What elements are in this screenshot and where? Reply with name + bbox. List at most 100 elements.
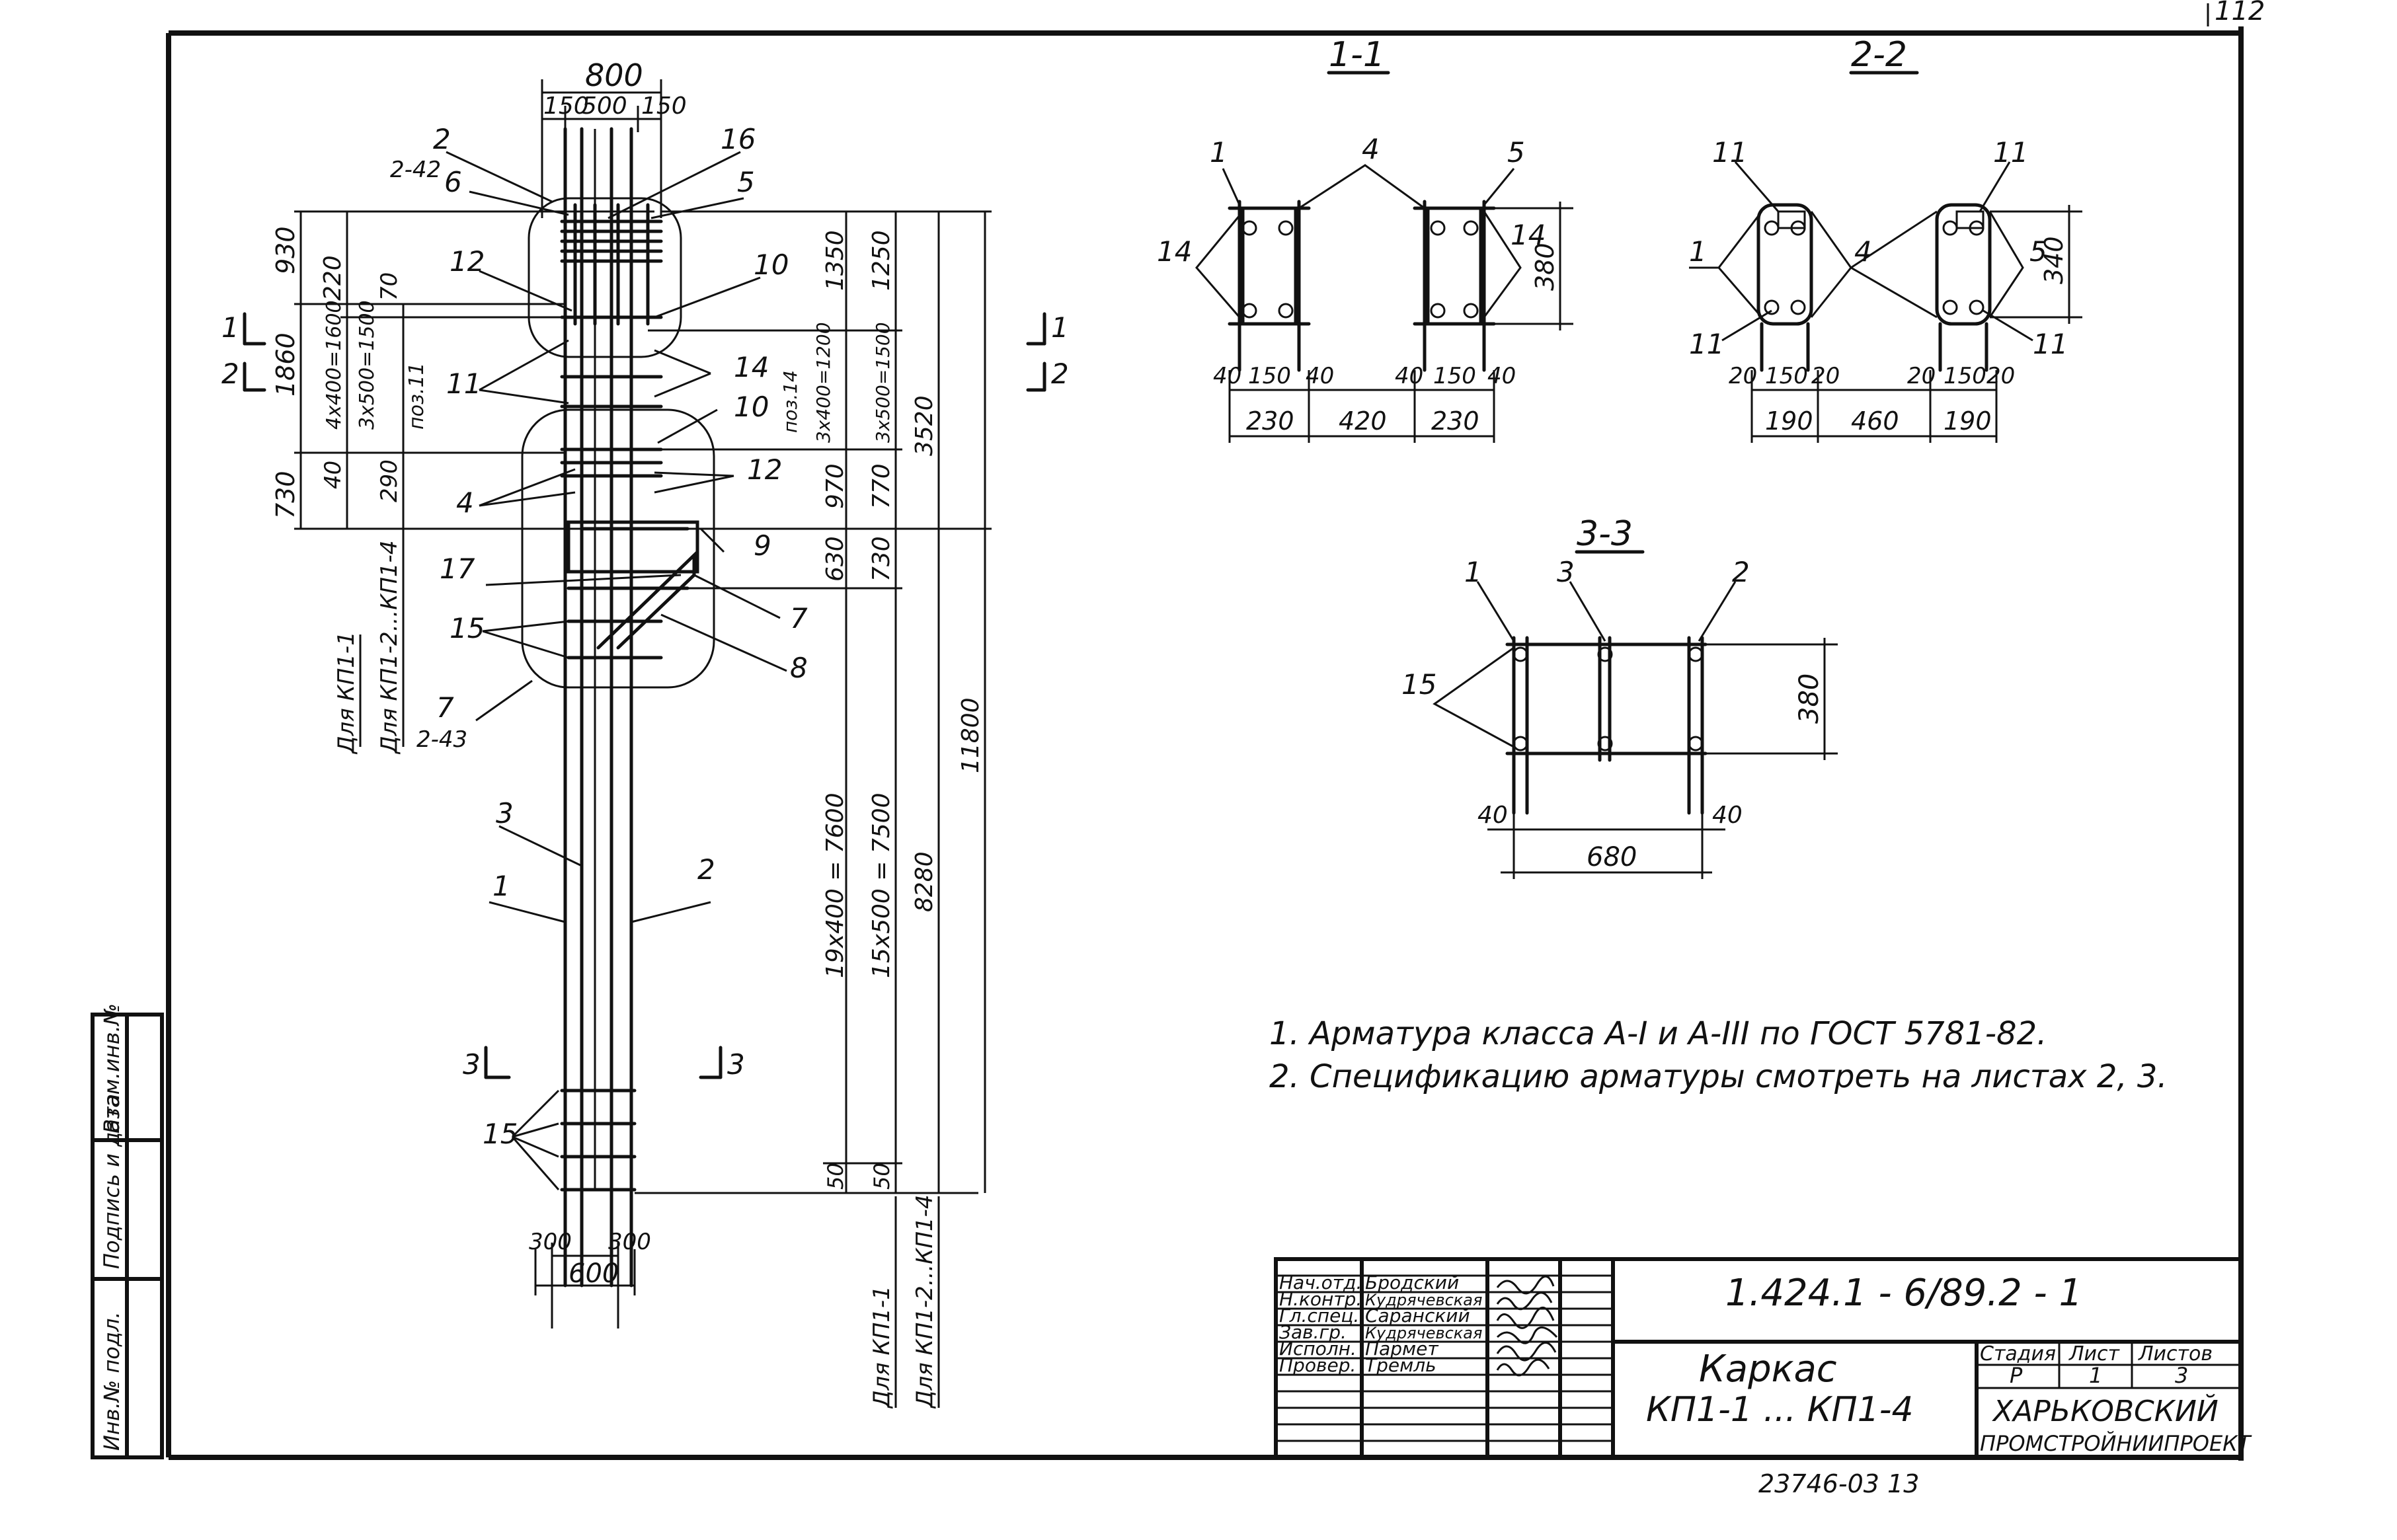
- dim-right-1350: 1350: [822, 230, 849, 291]
- s22-dim-150a: 150: [1765, 363, 1808, 389]
- callout-12-top: 12: [450, 245, 485, 278]
- staff-name-1: Бродский: [1365, 1272, 1459, 1293]
- dim-right-50b: 50: [869, 1163, 894, 1190]
- callout-2-43: 2-43: [416, 726, 467, 753]
- designation: 1.424.1 - 6/89.2 - 1: [1725, 1272, 2082, 1315]
- sheets-value: 3: [2175, 1363, 2188, 1388]
- dim-right-11800: 11800: [957, 697, 984, 773]
- dim-left-930: 930: [271, 226, 300, 274]
- footer-archive-number: 23746-03 13: [1758, 1469, 1919, 1498]
- dim-left-220: 220: [319, 255, 346, 301]
- strip-label-sign: Подпись и дата: [99, 1094, 124, 1269]
- s33-callout-1: 1: [1464, 556, 1482, 588]
- callout-10-top: 10: [754, 249, 789, 281]
- s22-callout-5: 5: [2029, 235, 2047, 268]
- staff-role-4: Зав.гр.: [1279, 1321, 1347, 1343]
- s22-dim-20b: 20: [1811, 363, 1840, 389]
- dim-top-150a: 150: [543, 93, 589, 120]
- cut-mark-2-left: 2: [221, 358, 239, 390]
- dim-right-poz14: поз.14: [779, 370, 801, 433]
- callout-11: 11: [446, 367, 481, 400]
- s33-callout-15: 15: [1401, 668, 1436, 701]
- title-line-1: Каркас: [1699, 1348, 1837, 1391]
- dim-left-290: 290: [376, 459, 403, 502]
- dim-left-4x400: 4x400=1600: [323, 300, 346, 430]
- staff-role-6: Провер.: [1279, 1354, 1356, 1376]
- cut-mark-2-right: 2: [1051, 358, 1069, 390]
- dim-right-770: 770: [868, 463, 895, 509]
- dim-right-970: 970: [822, 463, 849, 509]
- s33-dim-680: 680: [1587, 842, 1637, 872]
- s11-dim-40d: 40: [1487, 363, 1516, 389]
- callout-7-left: 7: [436, 691, 454, 724]
- s22-dim-190b: 190: [1944, 406, 1992, 436]
- s22-callout-11-tr: 11: [1993, 136, 2028, 169]
- cut-mark-3-left: 3: [463, 1048, 481, 1081]
- callout-17: 17: [440, 553, 475, 585]
- sheet-value: 1: [2089, 1363, 2102, 1388]
- section-1-1: [1195, 71, 1573, 443]
- stage-value: Р: [2010, 1363, 2023, 1388]
- s22-callout-11-tl: 11: [1712, 136, 1747, 169]
- staff-name-6: Тремль: [1365, 1354, 1436, 1376]
- s11-dim-380: 380: [1530, 243, 1559, 291]
- org-line-1: ХАРЬКОВСКИЙ: [1992, 1393, 2219, 1428]
- note-2: 2. Спецификацию арматуры смотреть на лис…: [1269, 1058, 2168, 1095]
- s22-dim-150b: 150: [1944, 363, 1986, 389]
- dim-right-50a: 50: [823, 1163, 848, 1190]
- dim-right-730: 730: [868, 536, 895, 582]
- page-corner-number: 112: [2215, 0, 2265, 26]
- staff-name-4: Кудрячевская: [1365, 1324, 1482, 1342]
- note-1: 1. Арматура класса А-I и А-III по ГОСТ 5…: [1269, 1015, 2047, 1052]
- s22-dim-20a: 20: [1729, 363, 1757, 389]
- staff-name-3: Саранский: [1365, 1305, 1470, 1327]
- dim-right-15x500: 15x500 = 7500: [868, 793, 895, 979]
- staff-role-3: Гл.спец.: [1279, 1305, 1359, 1327]
- dim-bottom-300a: 300: [529, 1229, 572, 1255]
- callout-1: 1: [492, 870, 510, 902]
- section-3-3-title: 3-3: [1577, 514, 1633, 554]
- section-2-2: [1689, 71, 2082, 443]
- dim-right-3520: 3520: [911, 395, 938, 456]
- dim-bottom-600: 600: [569, 1258, 619, 1289]
- s11-dim-420: 420: [1339, 406, 1387, 436]
- callout-7-right: 7: [790, 602, 808, 635]
- dim-left-730: 730: [271, 471, 300, 519]
- s11-dim-230a: 230: [1246, 406, 1294, 436]
- s33-callout-3: 3: [1557, 556, 1575, 588]
- callout-9: 9: [754, 529, 771, 562]
- s22-dim-340: 340: [2039, 236, 2068, 284]
- dim-left-poz11: поз.11: [405, 362, 428, 430]
- cut-mark-1-left: 1: [221, 311, 239, 344]
- callout-12-mid: 12: [747, 453, 782, 486]
- callout-15-top: 15: [450, 612, 485, 644]
- s11-dim-40a: 40: [1213, 363, 1241, 389]
- callout-2-top: 2: [433, 123, 451, 155]
- s11-dim-230b: 230: [1431, 406, 1479, 436]
- staff-name-5: Пармет: [1365, 1338, 1438, 1360]
- callout-15-bottom: 15: [483, 1118, 518, 1150]
- dim-top-800: 800: [585, 58, 643, 93]
- callout-16: 16: [721, 123, 756, 155]
- s11-callout-4: 4: [1362, 133, 1380, 165]
- callout-2-42: 2-42: [390, 157, 441, 183]
- s22-dim-20d: 20: [1986, 363, 2015, 389]
- s22-callout-11-br: 11: [2033, 328, 2068, 360]
- s11-callout-14-right: 14: [1511, 219, 1546, 251]
- s22-dim-190a: 190: [1765, 406, 1813, 436]
- callout-5: 5: [737, 166, 755, 198]
- section-3-3: [1433, 550, 1838, 879]
- s11-dim-150a: 150: [1248, 363, 1291, 389]
- callout-6: 6: [444, 166, 462, 198]
- cut-mark-3-right: 3: [727, 1048, 745, 1081]
- sheet-label: Лист: [2068, 1342, 2121, 1366]
- s11-callout-14-left: 14: [1157, 235, 1192, 268]
- for-label-kp1-2-4-bottom: Для КП1-2...КП1-4: [912, 1195, 938, 1409]
- s11-dim-40c: 40: [1395, 363, 1423, 389]
- sheets-label: Листов: [2138, 1342, 2213, 1366]
- dim-left-70: 70: [376, 272, 403, 301]
- s22-dim-460: 460: [1851, 406, 1899, 436]
- s33-dim-380: 380: [1794, 674, 1825, 724]
- callout-4: 4: [456, 486, 474, 519]
